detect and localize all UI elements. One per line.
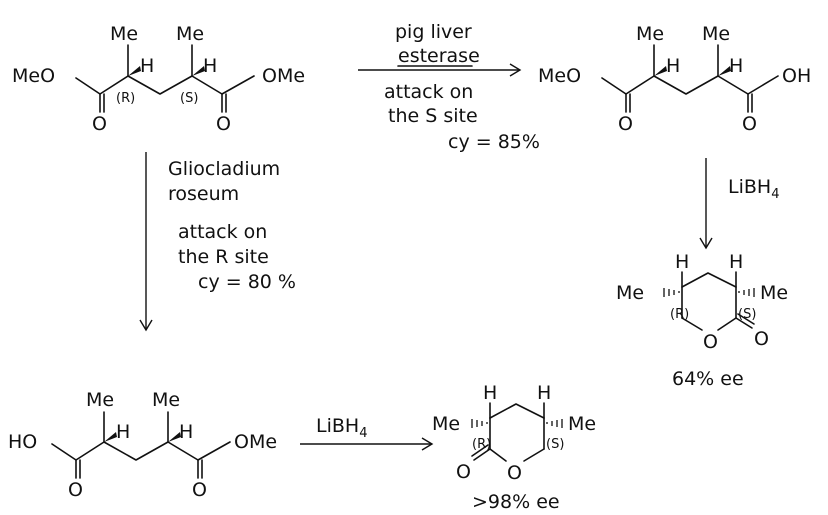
left-condition-line-1: Gliocladium xyxy=(168,158,280,180)
bottom-me-right: Me xyxy=(152,389,180,411)
acid-h-right: H xyxy=(729,55,743,77)
lactone-bottom-ring-top xyxy=(489,403,545,419)
lactone-right-co-b xyxy=(737,313,755,325)
acid-o-left: O xyxy=(618,113,633,135)
me-label-left: Me xyxy=(110,23,138,45)
stereo-r-label: (R) xyxy=(116,91,135,106)
top-condition-line-2: esterase xyxy=(398,45,480,67)
lactone-right-ring-o: O xyxy=(703,331,718,353)
bottom-o-right: O xyxy=(192,479,207,501)
enzymatic-step-pig-liver: pig liver esterase attack on the S site … xyxy=(358,21,540,153)
lactone-bottom: O O H H Me Me (R) (S) >98% ee xyxy=(432,382,596,513)
lactone-bottom-hash-right xyxy=(546,419,563,428)
acid-me-right: Me xyxy=(702,23,730,45)
ho-label: HO xyxy=(8,431,37,453)
right-reagent: LiBH4 xyxy=(728,176,779,202)
left-down-arrowhead xyxy=(139,319,153,332)
left-yield: cy = 80 % xyxy=(198,271,296,293)
ome-label: OMe xyxy=(262,65,305,87)
h-label-right: H xyxy=(203,55,217,77)
reduction-step-right: LiBH4 xyxy=(699,158,779,250)
lactone-bottom-co-a xyxy=(473,448,491,461)
lactone-bottom-carbonyl-o: O xyxy=(456,461,471,483)
bottom-wedge-h-right xyxy=(168,432,181,442)
bottom-wedge-h-left xyxy=(104,432,117,442)
top-condition-line-3: attack on xyxy=(384,81,473,103)
acid-me-left: Me xyxy=(636,23,664,45)
lactone-right-carbonyl-o: O xyxy=(754,328,769,350)
meo-label: MeO xyxy=(12,65,55,87)
lactone-bottom-h-left: H xyxy=(483,382,497,404)
lactone-right-hash-right xyxy=(738,288,755,297)
right-ee: 64% ee xyxy=(672,368,744,390)
bottom-reagent: LiBH4 xyxy=(316,415,367,441)
bottom-o-left: O xyxy=(68,479,83,501)
lactone-bottom-ring-br xyxy=(523,448,545,462)
lactone-right: O O H H Me Me (R) (S) 64% ee xyxy=(616,251,788,390)
bottom-h-left: H xyxy=(116,421,130,443)
lactone-right-me-left: Me xyxy=(616,282,644,304)
lactone-bottom-me-left: Me xyxy=(432,413,460,435)
lactone-bottom-co-b xyxy=(471,444,489,457)
right-down-arrowhead xyxy=(699,237,713,250)
lactone-bottom-me-right: Me xyxy=(568,413,596,435)
diester-starting-material: MeO O O OMe Me Me H H (R) (S) xyxy=(12,23,305,135)
lactone-bottom-ring-o: O xyxy=(507,462,522,484)
lactone-bottom-h-right: H xyxy=(537,382,551,404)
top-arrowhead xyxy=(509,63,522,77)
lactone-right-h-right: H xyxy=(729,251,743,273)
lactone-right-h-left: H xyxy=(675,251,689,273)
reduction-step-bottom: LiBH4 xyxy=(300,415,434,451)
lactone-right-hash-left xyxy=(663,288,680,297)
lactone-right-r-label: (R) xyxy=(670,307,689,322)
half-acid-ester-bottom: HO O O OMe Me Me H H xyxy=(8,389,277,501)
carbonyl-o-left: O xyxy=(92,113,107,135)
oh-label: OH xyxy=(782,65,811,87)
lactone-right-s-label: (S) xyxy=(738,307,756,322)
half-ester-acid-right: MeO O O OH Me Me H H xyxy=(538,23,811,135)
lactone-right-ring-top xyxy=(681,272,737,288)
acid-wedge-h-left xyxy=(654,66,667,76)
lactone-right-ring-br xyxy=(717,317,737,331)
bottom-h-right: H xyxy=(179,421,193,443)
wedge-bond-h-left xyxy=(128,66,141,76)
wedge-bond-h-right xyxy=(192,66,205,76)
top-condition-line-4: the S site xyxy=(388,105,478,127)
bottom-me-left: Me xyxy=(86,389,114,411)
top-condition-line-1: pig liver xyxy=(395,21,472,43)
acid-skeleton xyxy=(601,75,779,95)
lactone-right-ring-bl xyxy=(681,317,703,331)
acid-h-left: H xyxy=(666,55,680,77)
bottom-acid-skeleton xyxy=(51,441,231,461)
lactone-bottom-hash-left xyxy=(471,419,488,428)
lactone-bottom-s-label: (S) xyxy=(546,437,564,452)
diester-skeleton xyxy=(75,75,255,95)
bottom-ome-label: OMe xyxy=(234,431,277,453)
acid-wedge-h-right xyxy=(718,66,731,76)
bottom-ee: >98% ee xyxy=(472,491,560,513)
h-label-left: H xyxy=(140,55,154,77)
left-condition-line-4: the R site xyxy=(178,246,269,268)
top-yield: cy = 85% xyxy=(448,131,540,153)
meo-label-right-product: MeO xyxy=(538,65,581,87)
left-condition-line-3: attack on xyxy=(178,221,267,243)
stereo-s-label: (S) xyxy=(180,91,198,106)
microbial-step-gliocladium: Gliocladium roseum attack on the R site … xyxy=(139,152,296,332)
lactone-right-me-right: Me xyxy=(760,282,788,304)
bottom-arrowhead xyxy=(421,437,434,451)
me-label-right: Me xyxy=(176,23,204,45)
lactone-right-co-a xyxy=(735,317,753,329)
left-condition-line-2: roseum xyxy=(168,183,239,205)
lactone-bottom-r-label: (R) xyxy=(472,437,491,452)
acid-o-right: O xyxy=(742,113,757,135)
carbonyl-o-right: O xyxy=(216,113,231,135)
lactone-bottom-ring-bl xyxy=(489,448,507,462)
